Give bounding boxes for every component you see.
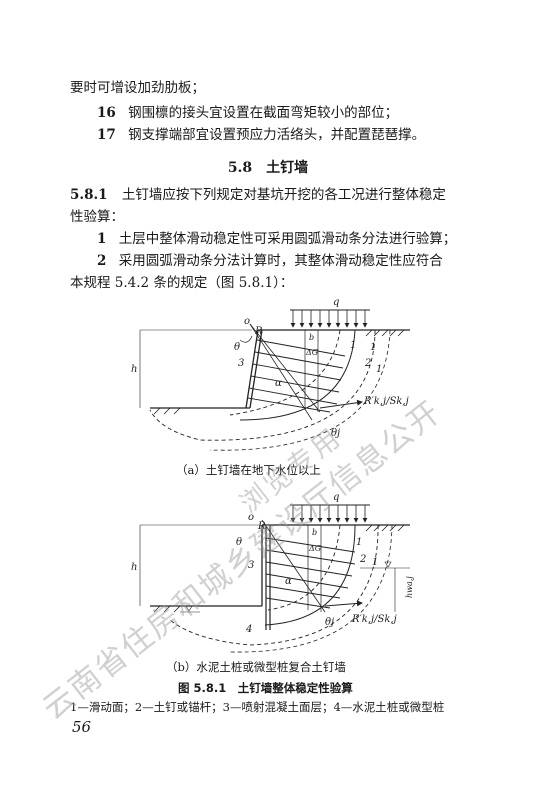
label-dG: ΔG	[305, 348, 319, 357]
label-1a-b: 1	[356, 537, 362, 548]
label-o-b: o	[248, 512, 254, 523]
label-force-b: R′k,j/Sk,j	[351, 614, 397, 625]
item-1-text: 土层中整体滑动稳定性可采用圆弧滑动条分法进行验算；	[118, 231, 457, 247]
label-1b-b: 1	[372, 557, 378, 568]
label-q: q	[333, 297, 339, 308]
label-h-b: h	[131, 562, 137, 573]
label-alpha: α	[275, 378, 282, 389]
label-alpha-b: α	[285, 576, 292, 587]
label-R: R	[254, 326, 263, 337]
item-17-number: 17	[97, 127, 116, 143]
figure-title: 图 5.8.1 土钉墙整体稳定性验算	[178, 681, 353, 695]
item-2-text-line1: 采用圆弧滑动条分法计算时，其整体滑动稳定性应符合	[118, 253, 443, 269]
item-2-number: 2	[97, 253, 107, 269]
label-b-b: b	[312, 528, 317, 537]
label-theta-j: θj	[331, 428, 340, 439]
label-h: h	[131, 364, 137, 375]
item-2: 2 采用圆弧滑动条分法计算时，其整体滑动稳定性应符合	[97, 252, 443, 270]
label-1b: 1	[370, 342, 376, 353]
label-dG-b: ΔG	[308, 544, 322, 553]
label-theta-b: θ	[236, 537, 242, 548]
item-1: 1 土层中整体滑动稳定性可采用圆弧滑动条分法进行验算；	[97, 230, 456, 248]
figure-b-labels: q o R θ h b ΔG α 1 1 2 3 4 R′k,j/Sk,j θj…	[131, 492, 414, 635]
label-4-b: 4	[245, 624, 252, 635]
figure-a-caption: （a）土钉墙在地下水位以上	[176, 463, 321, 477]
clause-5-8-1: 5.8.1 土钉墙应按下列规定对基坑开挖的各工况进行整体稳定	[70, 186, 446, 204]
clause-text-line2: 性验算：	[70, 209, 124, 225]
label-2-b: 2	[359, 554, 366, 565]
clause-number: 5.8.1	[70, 187, 108, 203]
label-b: b	[309, 333, 314, 342]
label-hw: hwa,j	[405, 576, 414, 598]
figure-legend: 1—滑动面；2—土钉或锚杆；3—喷射混凝土面层；4—水泥土桩或微型桩	[70, 700, 445, 714]
figure-a-diagram	[139, 309, 410, 451]
item-16-number: 16	[97, 105, 116, 121]
label-3-b: 3	[248, 560, 254, 571]
page-number: 56	[72, 718, 92, 736]
clause-text-line1: 土钉墙应按下列规定对基坑开挖的各工况进行整体稳定	[121, 187, 446, 203]
label-theta: θ	[234, 342, 240, 353]
label-1a: 1	[350, 340, 356, 351]
section-title: 5.8 土钉墙	[227, 160, 309, 176]
item-16: 16 钢围檩的接头宜设置在截面弯矩较小的部位；	[97, 104, 398, 122]
label-3: 3	[238, 358, 244, 369]
figure-a-labels: q o R θ h b ΔG α 1 1 1 2 3 R′k,j/Sk,j θj	[131, 297, 409, 439]
label-R-b: R	[257, 521, 266, 532]
figure-b-caption: （b）水泥土桩或微型桩复合土钉墙	[166, 660, 346, 674]
label-2: 2	[364, 358, 371, 369]
figure-b-diagram	[139, 504, 410, 653]
item-16-text: 钢围檩的接头宜设置在截面弯矩较小的部位；	[128, 105, 399, 121]
item-2-text-line2: 本规程 5.4.2 条的规定（图 5.8.1）：	[70, 275, 294, 291]
text-line-continuation: 要时可增设加劲肋板；	[70, 80, 205, 96]
item-17: 17 钢支撑端部宜设置预应力活络头，并配置琵琶撑。	[97, 126, 425, 144]
label-1c: 1	[376, 364, 382, 375]
item-1-number: 1	[97, 231, 107, 247]
label-theta-j-b: θj	[325, 617, 334, 628]
label-q-b: q	[333, 492, 339, 503]
label-o: o	[244, 316, 250, 327]
item-17-text: 钢支撑端部宜设置预应力活络头，并配置琵琶撑。	[128, 127, 426, 143]
label-force: R′k,j/Sk,j	[363, 396, 409, 407]
